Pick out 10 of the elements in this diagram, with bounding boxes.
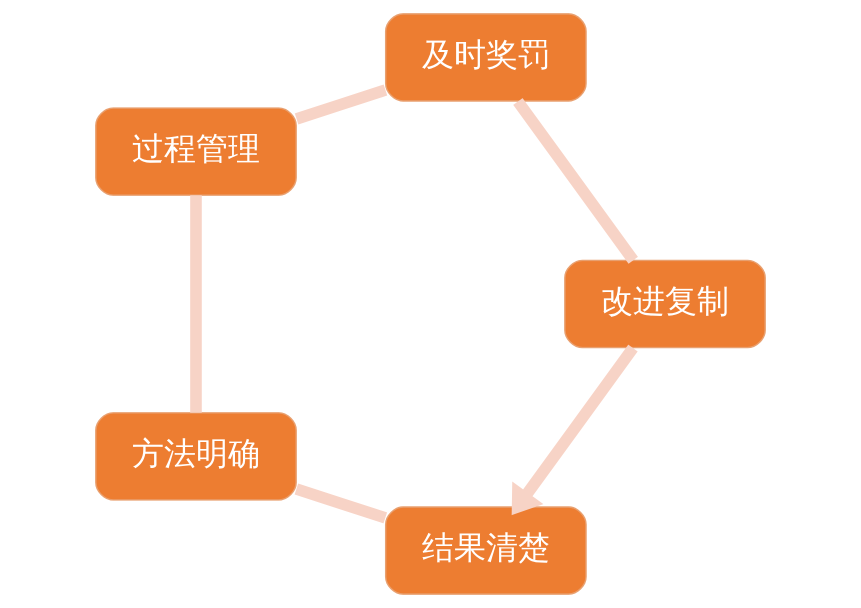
node-box: 过程管理	[95, 107, 297, 196]
node-box: 结果清楚	[384, 506, 587, 595]
connector	[294, 84, 388, 124]
node-box: 及时奖罚	[384, 13, 587, 102]
connector	[190, 195, 202, 413]
connector	[294, 484, 388, 524]
connector	[513, 98, 638, 264]
arrow	[512, 344, 638, 516]
node-box: 方法明确	[95, 412, 297, 501]
node-box: 改进复制	[564, 260, 766, 348]
